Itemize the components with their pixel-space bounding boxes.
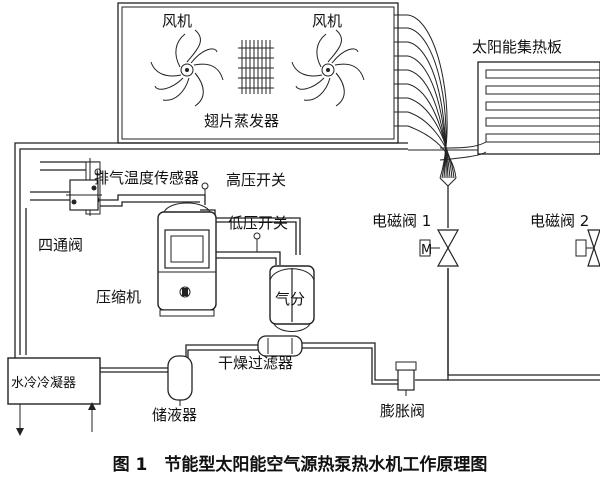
expansion-valve-label: 膨胀阀 bbox=[380, 402, 425, 420]
gas-liquid-separator bbox=[269, 265, 315, 332]
high-pressure-switch-label: 高压开关 bbox=[226, 171, 286, 189]
refrigerant-pipes bbox=[14, 142, 600, 385]
water-cooled-condenser bbox=[7, 357, 101, 436]
solar-collector bbox=[477, 61, 600, 155]
compressor-label: 压缩机 bbox=[96, 288, 141, 306]
liquid-receiver-label: 储液器 bbox=[152, 406, 197, 424]
water-condenser-label: 水冷冷凝器 bbox=[11, 375, 76, 391]
solar-collector-label: 太阳能集热板 bbox=[472, 38, 562, 56]
four-way-valve-label: 四通阀 bbox=[38, 236, 83, 254]
figure-caption: 图 1 节能型太阳能空气源热泵热水机工作原理图 bbox=[113, 454, 488, 475]
low-pressure-switch-label: 低压开关 bbox=[228, 214, 288, 232]
fan-right-label: 风机 bbox=[312, 12, 342, 30]
fan-left-label: 风机 bbox=[162, 12, 192, 30]
solenoid-valve-2 bbox=[575, 229, 600, 267]
capillary-tubes bbox=[407, 14, 487, 187]
dry-filter bbox=[257, 335, 303, 357]
gas-separator-label: 气分 bbox=[275, 290, 305, 308]
high-pressure-switch-icon bbox=[201, 182, 209, 198]
dry-filter-label: 干燥过滤器 bbox=[218, 354, 293, 372]
fan-left-icon bbox=[150, 29, 224, 107]
solenoid-valve-2-label: 电磁阀 2 bbox=[530, 212, 589, 230]
solenoid-valve-1-label: 电磁阀 1 bbox=[372, 212, 431, 230]
low-pressure-switch-icon bbox=[253, 232, 261, 252]
compressor bbox=[157, 202, 217, 317]
evaporator-label: 翅片蒸发器 bbox=[204, 112, 279, 130]
fan-right-icon bbox=[291, 29, 365, 107]
four-way-valve bbox=[66, 179, 102, 211]
solenoid-valve-1: M bbox=[419, 229, 460, 267]
exhaust-sensor-label: 排气温度传感器 bbox=[94, 169, 199, 187]
solenoid-1-mark: M bbox=[421, 243, 432, 258]
fin-grid-icon bbox=[238, 40, 274, 94]
expansion-valve bbox=[395, 361, 417, 396]
liquid-receiver bbox=[167, 355, 193, 406]
